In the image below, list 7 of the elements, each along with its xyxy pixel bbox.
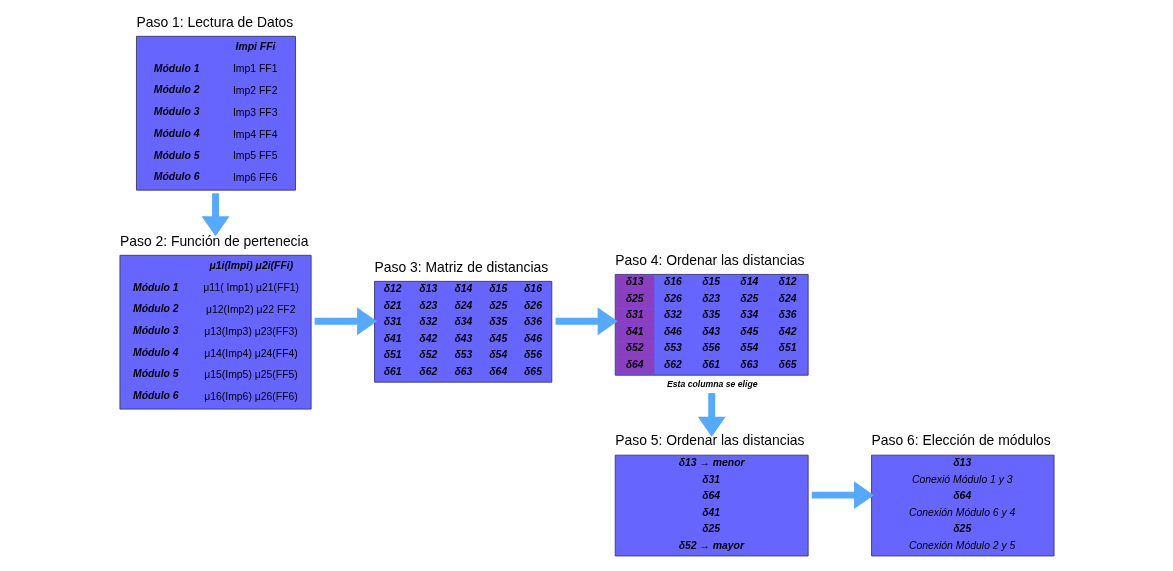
node-label: Paso 3: Matriz de distancias: [374, 258, 548, 275]
node-label: Esta columna se elige: [666, 378, 758, 389]
node-label: Paso 1: Lectura de Datos: [135, 13, 293, 30]
node-label: Paso 4: Ordenar las distancias: [614, 251, 804, 268]
node-label: Paso 5: Ordenar las distancias: [614, 432, 804, 449]
node-label: Paso 2: Función de pertenecia: [119, 232, 308, 249]
node-label: Paso 6: Elección de módulos: [871, 432, 1051, 449]
